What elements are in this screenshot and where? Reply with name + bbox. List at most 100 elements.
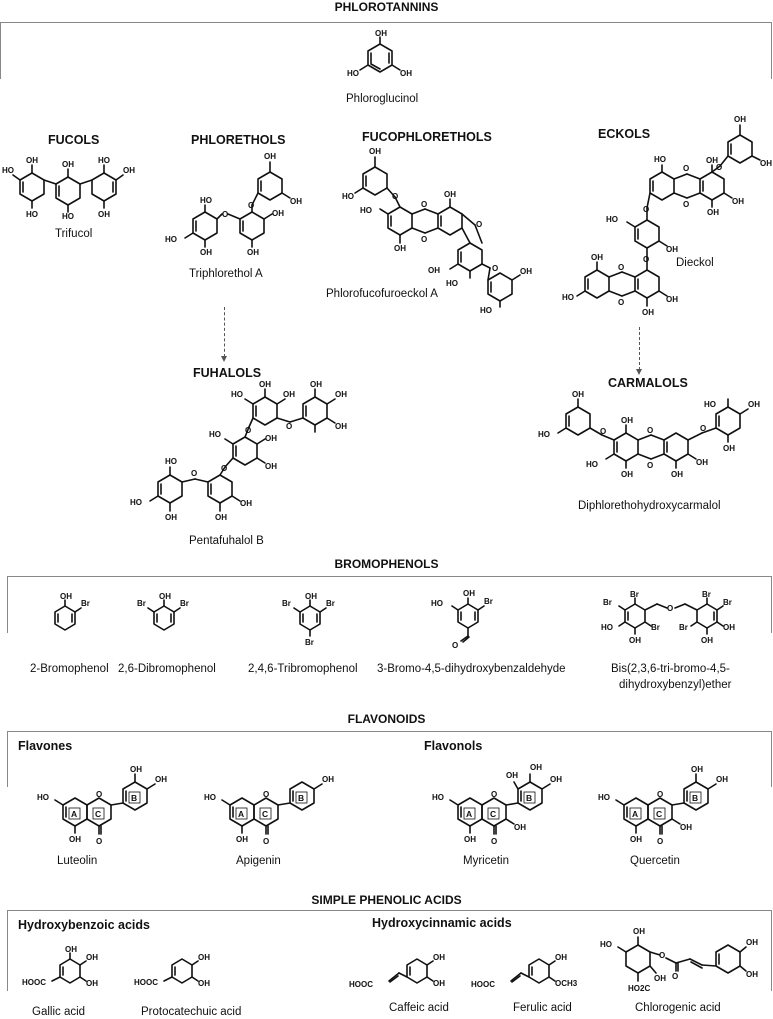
diphlorethohydroxycarmalol-label: Diphlorethohydroxycarmalol xyxy=(578,500,721,512)
section-frame-bromophenols xyxy=(7,576,772,633)
svg-text:OH: OH xyxy=(732,197,744,206)
svg-text:Br: Br xyxy=(723,598,732,607)
svg-text:O: O xyxy=(452,641,458,650)
phloroglucinol-label: Phloroglucinol xyxy=(346,93,419,105)
triphlorethol-a-label: Triphlorethol A xyxy=(189,268,263,280)
svg-text:OH: OH xyxy=(666,245,678,254)
svg-text:OH: OH xyxy=(69,835,81,844)
svg-text:C: C xyxy=(490,809,496,819)
svg-text:OH: OH xyxy=(26,156,38,165)
svg-text:OH: OH xyxy=(198,979,210,988)
svg-text:OH: OH xyxy=(433,953,445,962)
caffeic-acid-label: Caffeic acid xyxy=(389,1002,449,1014)
svg-text:OH: OH xyxy=(265,434,277,443)
svg-text:OH: OH xyxy=(265,462,277,471)
svg-text:OH: OH xyxy=(680,823,692,832)
svg-text:OH: OH xyxy=(621,470,633,479)
phlorofucofuroeckol-a-label: Phlorofucofuroeckol A xyxy=(326,288,438,300)
svg-text:HO: HO xyxy=(600,940,612,949)
svg-text:C: C xyxy=(95,809,101,819)
svg-text:HO: HO xyxy=(62,212,74,221)
svg-text:B: B xyxy=(298,793,304,803)
svg-text:Br: Br xyxy=(282,599,291,608)
svg-text:B: B xyxy=(692,793,698,803)
svg-text:Br: Br xyxy=(679,623,688,632)
svg-text:OH: OH xyxy=(716,775,728,784)
svg-text:O: O xyxy=(263,837,269,846)
svg-text:O: O xyxy=(643,255,649,264)
svg-text:OH: OH xyxy=(310,380,322,389)
svg-text:OH: OH xyxy=(748,400,760,409)
bis-ether-label-line1: Bis(2,3,6-tri-bromo-4,5- xyxy=(611,663,730,675)
flavonols-subtitle: Flavonols xyxy=(424,739,483,753)
svg-text:O: O xyxy=(683,164,689,173)
svg-text:HO: HO xyxy=(480,306,492,315)
svg-text:O: O xyxy=(96,837,102,846)
svg-text:HO: HO xyxy=(601,623,613,632)
2-bromophenol-label: 2-Bromophenol xyxy=(30,663,109,675)
svg-text:B: B xyxy=(526,793,532,803)
svg-text:OH: OH xyxy=(215,513,227,522)
svg-text:O: O xyxy=(657,790,663,799)
svg-text:Br: Br xyxy=(484,597,493,606)
svg-text:OH: OH xyxy=(629,636,641,645)
svg-text:O: O xyxy=(491,837,497,846)
svg-text:OH: OH xyxy=(200,248,212,257)
svg-text:OH: OH xyxy=(290,197,302,206)
svg-text:O: O xyxy=(600,427,606,436)
svg-text:O: O xyxy=(643,205,649,214)
svg-text:O: O xyxy=(618,263,624,272)
svg-text:OH: OH xyxy=(550,775,562,784)
svg-text:O: O xyxy=(700,424,706,433)
hydroxybenzoic-subtitle: Hydroxybenzoic acids xyxy=(18,918,150,932)
svg-text:OH: OH xyxy=(696,458,708,467)
svg-text:O: O xyxy=(657,837,663,846)
section-title-bromophenols: BROMOPHENOLS xyxy=(334,557,439,571)
svg-text:OH: OH xyxy=(723,444,735,453)
svg-text:OH: OH xyxy=(369,147,381,156)
svg-text:A: A xyxy=(238,809,244,819)
flavones-subtitle: Flavones xyxy=(18,739,73,753)
arrow-phlorethols-to-fuhalols xyxy=(221,307,227,362)
3-bromo-4-5-dihydroxybenzaldehyde-label: 3-Bromo-4,5-dihydroxybenzaldehyde xyxy=(377,663,566,675)
svg-text:OH: OH xyxy=(335,422,347,431)
svg-text:Br: Br xyxy=(702,590,711,599)
svg-text:HO: HO xyxy=(446,279,458,288)
svg-text:HO: HO xyxy=(37,793,49,802)
svg-text:HO: HO xyxy=(586,460,598,469)
svg-text:Br: Br xyxy=(137,599,146,608)
svg-text:OH: OH xyxy=(86,979,98,988)
svg-text:O: O xyxy=(96,790,102,799)
svg-text:A: A xyxy=(466,809,472,819)
svg-text:OH: OH xyxy=(86,953,98,962)
svg-text:OH: OH xyxy=(259,380,271,389)
protocatechuic-acid-label: Protocatechuic acid xyxy=(141,1006,242,1018)
svg-text:OH: OH xyxy=(236,835,248,844)
svg-text:O: O xyxy=(421,200,427,209)
svg-text:HO: HO xyxy=(200,196,212,205)
svg-text:OH: OH xyxy=(723,623,735,632)
svg-text:OH: OH xyxy=(123,166,135,175)
svg-text:OH: OH xyxy=(666,295,678,304)
svg-text:O: O xyxy=(683,200,689,209)
svg-text:O: O xyxy=(647,426,653,435)
quercetin-label: Quercetin xyxy=(630,855,680,867)
svg-text:OH: OH xyxy=(520,267,532,276)
svg-text:HO: HO xyxy=(431,599,443,608)
svg-text:OH: OH xyxy=(375,29,387,38)
trifucol-label: Trifucol xyxy=(55,228,93,240)
svg-text:OH: OH xyxy=(555,953,567,962)
luteolin-label: Luteolin xyxy=(57,855,98,867)
svg-text:OH: OH xyxy=(506,771,518,780)
svg-text:HO: HO xyxy=(360,206,372,215)
class-phlorethols: PHLORETHOLS xyxy=(191,133,286,147)
svg-text:O: O xyxy=(248,201,254,210)
svg-text:OH: OH xyxy=(305,592,317,601)
